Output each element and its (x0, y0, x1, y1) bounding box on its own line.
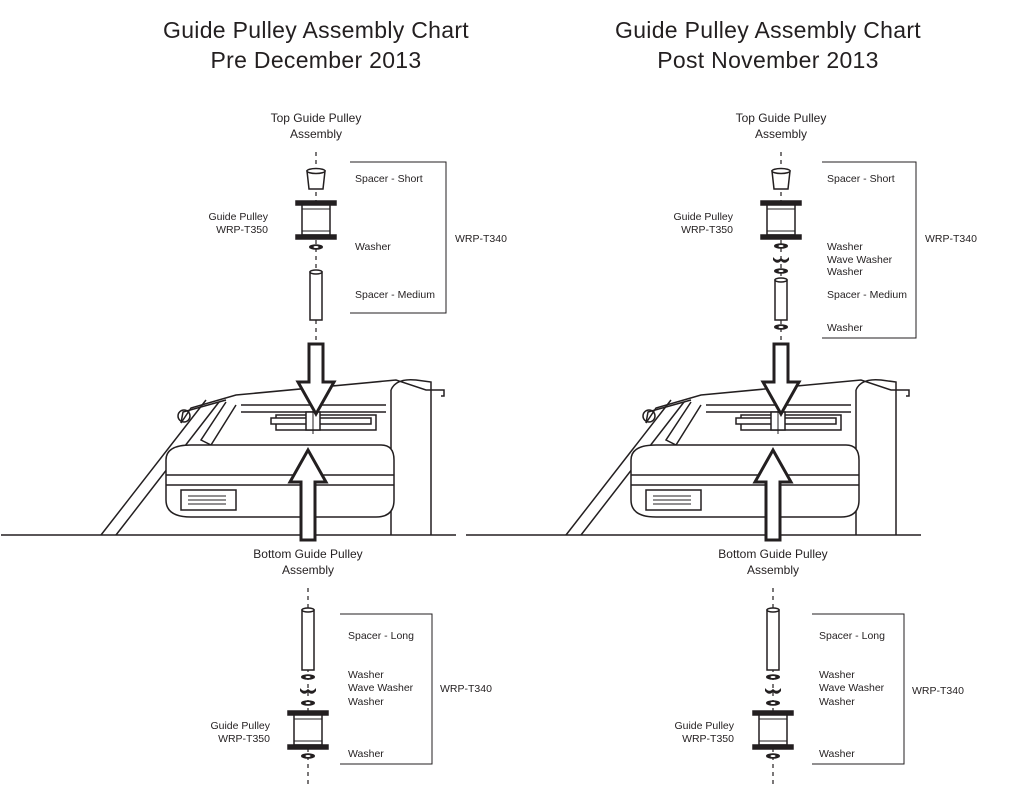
spacer-short-part (771, 167, 791, 190)
label-guide-pulley-part-number: WRP-T350 (682, 733, 734, 745)
label-washer: Washer (819, 669, 855, 681)
label-washer: Washer (827, 266, 863, 278)
label-guide-pulley: Guide Pulley (208, 211, 268, 223)
label-kit-number: WRP-T340 (925, 233, 977, 245)
panel-pre-december-2013: Guide Pulley Assembly Chart Pre December… (0, 17, 507, 786)
label-washer: Washer (348, 748, 384, 760)
label-kit-number: WRP-T340 (912, 685, 964, 697)
bottom-assembly-heading-line2: Assembly (747, 563, 799, 577)
kit-bracket (822, 161, 917, 339)
label-wave-washer: Wave Washer (819, 682, 885, 694)
label-spacer-short: Spacer - Short (827, 173, 895, 185)
top-assembly-heading-line1: Top Guide Pulley (271, 111, 362, 125)
label-wave-washer: Wave Washer (348, 682, 414, 694)
top-assembly-heading-line1: Top Guide Pulley (736, 111, 827, 125)
label-washer: Washer (348, 669, 384, 681)
panel-title-line2: Post November 2013 (657, 47, 878, 73)
panel-title-line1: Guide Pulley Assembly Chart (163, 17, 469, 43)
washer-part (765, 699, 781, 707)
washer-part (773, 323, 789, 331)
washer-part (300, 673, 316, 681)
label-spacer-long: Spacer - Long (819, 630, 885, 642)
washer-part (765, 673, 781, 681)
guide-pulley-part (752, 710, 794, 750)
panel-title-line1: Guide Pulley Assembly Chart (615, 17, 921, 43)
kit-bracket (350, 161, 447, 314)
guide-pulley-part (287, 710, 329, 750)
top-assembly-heading-line2: Assembly (755, 127, 807, 141)
label-washer: Washer (355, 241, 391, 253)
label-spacer-medium: Spacer - Medium (355, 289, 435, 301)
washer-part (300, 752, 316, 760)
label-guide-pulley: Guide Pulley (674, 720, 734, 732)
label-spacer-medium: Spacer - Medium (827, 289, 907, 301)
rower-frame-drawing (465, 378, 922, 536)
label-kit-number: WRP-T340 (455, 233, 507, 245)
label-kit-number: WRP-T340 (440, 683, 492, 695)
label-washer: Washer (819, 696, 855, 708)
label-washer: Washer (827, 241, 863, 253)
label-guide-pulley: Guide Pulley (210, 720, 270, 732)
washer-part (773, 242, 789, 250)
kit-bracket (812, 613, 905, 765)
label-washer: Washer (819, 748, 855, 760)
spacer-long-part (301, 609, 315, 671)
washer-part (765, 752, 781, 760)
bottom-assembly-heading-line2: Assembly (282, 563, 334, 577)
label-washer: Washer (827, 322, 863, 334)
label-guide-pulley-part-number: WRP-T350 (681, 224, 733, 236)
top-assembly-heading-line2: Assembly (290, 127, 342, 141)
kit-bracket (340, 613, 433, 765)
bottom-assembly-heading-line1: Bottom Guide Pulley (718, 547, 827, 561)
washer-part (300, 699, 316, 707)
panel-title-line2: Pre December 2013 (211, 47, 422, 73)
washer-part (773, 267, 789, 275)
bottom-assembly-heading-line1: Bottom Guide Pulley (253, 547, 362, 561)
guide-pulley-part (295, 200, 337, 240)
panel-post-november-2013: Guide Pulley Assembly Chart Post Novembe… (465, 17, 977, 786)
spacer-short-part (306, 167, 326, 190)
label-spacer-long: Spacer - Long (348, 630, 414, 642)
spacer-medium-part (309, 271, 323, 321)
label-washer: Washer (348, 696, 384, 708)
guide-pulley-part (760, 200, 802, 240)
label-guide-pulley-part-number: WRP-T350 (216, 224, 268, 236)
rower-frame-drawing (0, 378, 457, 536)
spacer-medium-part (774, 279, 788, 321)
label-spacer-short: Spacer - Short (355, 173, 423, 185)
label-guide-pulley-part-number: WRP-T350 (218, 733, 270, 745)
spacer-long-part (766, 609, 780, 671)
washer-part (308, 243, 324, 251)
down-arrow-icon (296, 342, 336, 416)
label-guide-pulley: Guide Pulley (673, 211, 733, 223)
label-wave-washer: Wave Washer (827, 254, 893, 266)
down-arrow-icon (761, 342, 801, 416)
